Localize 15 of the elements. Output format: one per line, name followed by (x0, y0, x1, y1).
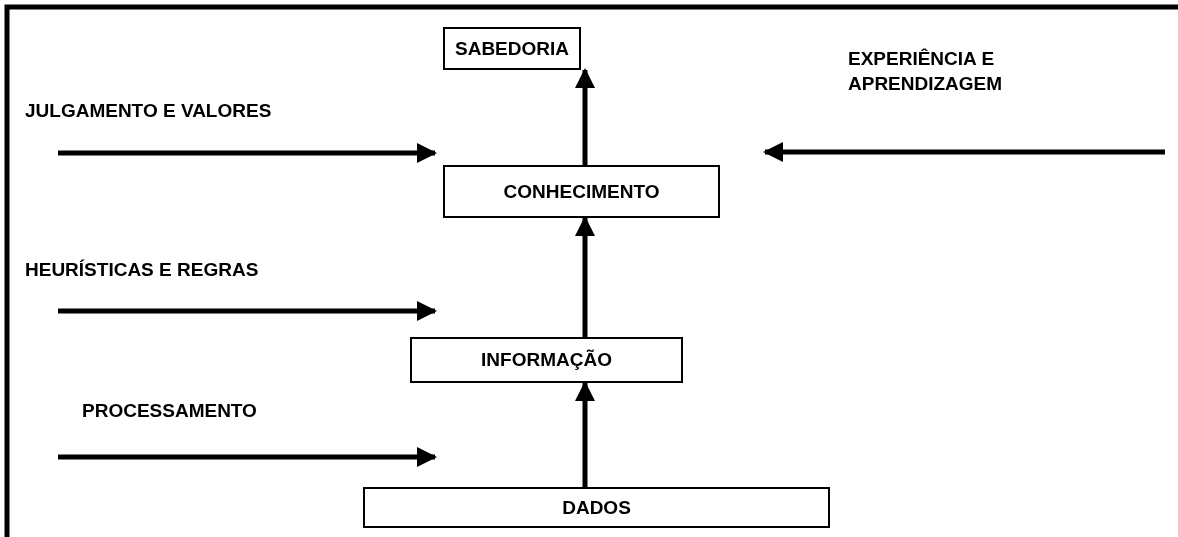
process-box (363, 487, 830, 528)
arrow (575, 216, 595, 337)
box-label: INFORMAÇÃO (481, 349, 612, 371)
annotation-text: HEURÍSTICAS E REGRAS (25, 258, 260, 282)
box-label: SABEDORIA (455, 37, 569, 60)
arrow (575, 381, 595, 487)
process-box (410, 337, 683, 383)
annotation-text: EXPERIÊNCIA E APRENDIZAGEM (848, 47, 1004, 96)
annotation-text: PROCESSAMENTO (82, 399, 258, 423)
arrow (575, 68, 595, 165)
process-box (443, 165, 720, 218)
box-label: CONHECIMENTO (503, 180, 660, 203)
process-box (443, 27, 581, 70)
box-label: DADOS (562, 496, 631, 519)
annotation-text: JULGAMENTO E VALORES (25, 99, 273, 123)
